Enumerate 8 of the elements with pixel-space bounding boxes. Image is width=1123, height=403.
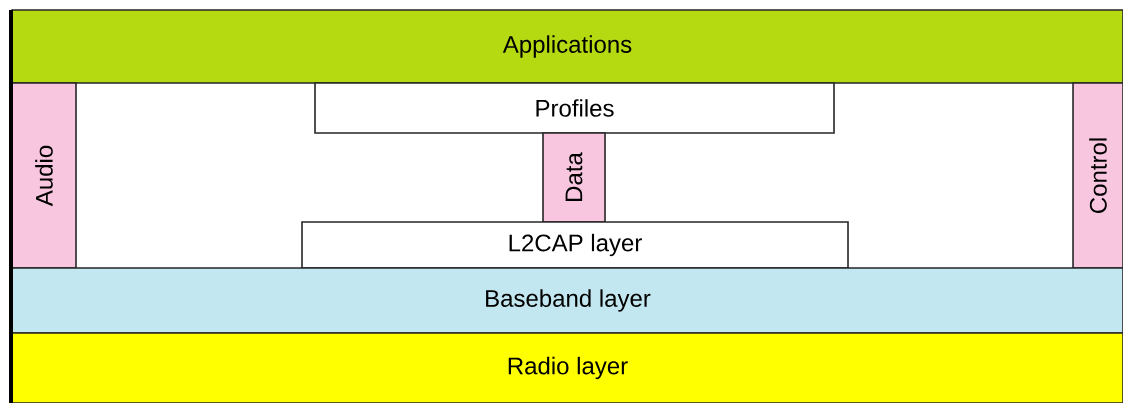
rotated-label-box: Data (542, 132, 606, 223)
layer-band: Baseband layer (11, 267, 1123, 334)
rotated-label-box: Audio (11, 82, 77, 269)
rotated-label-box: Control (1072, 82, 1123, 269)
layer-band: Radio layer (11, 332, 1123, 403)
layer-box: L2CAP layer (301, 221, 849, 269)
layer-box: Profiles (314, 82, 835, 134)
layer-band: Applications (11, 9, 1123, 84)
